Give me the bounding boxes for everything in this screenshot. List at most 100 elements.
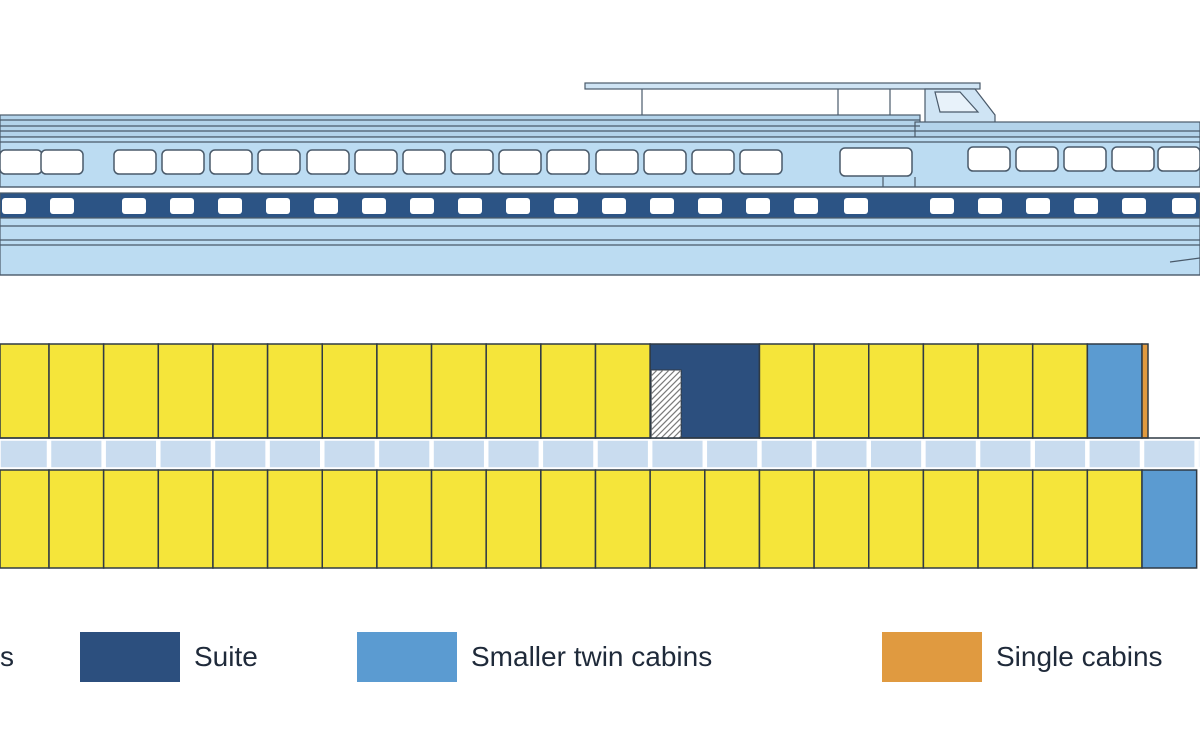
legend-swatch-suite <box>80 632 180 682</box>
cabin-standard <box>1031 343 1089 439</box>
porthole <box>554 198 578 214</box>
cabin-standard <box>376 469 433 569</box>
ship-window <box>40 149 84 175</box>
porthole <box>122 198 146 214</box>
cabin-standard <box>266 469 324 569</box>
porthole <box>1026 198 1050 214</box>
hatch-line <box>651 381 682 413</box>
ship-window <box>967 146 1011 172</box>
cabin-standard <box>758 469 815 569</box>
corridor-segment <box>814 439 868 469</box>
hatch-line <box>651 370 670 389</box>
hatch-line <box>651 387 682 419</box>
cabin-standard <box>157 343 214 439</box>
cabin-standard <box>758 343 815 439</box>
corridor-segment <box>705 439 759 469</box>
corridor-segment <box>1033 439 1087 469</box>
cabin-standard <box>922 469 979 569</box>
porthole <box>930 198 954 214</box>
cabin-partial <box>0 469 50 569</box>
cabin-standard <box>212 343 269 439</box>
legend-label: Single cabins <box>996 641 1163 672</box>
cabin-standard <box>594 469 651 569</box>
corridor-segment <box>869 439 923 469</box>
cabin-standard <box>157 469 214 569</box>
corridor-segment <box>978 439 1032 469</box>
porthole <box>746 198 770 214</box>
cabin-partial <box>0 343 50 439</box>
ship-window <box>1111 146 1155 172</box>
corridor-segment <box>0 439 49 469</box>
cabin-standard <box>1031 469 1089 569</box>
legend-item-suite: Suite <box>80 632 258 682</box>
cabin-standard <box>321 343 378 439</box>
porthole <box>1074 198 1098 214</box>
cabin-smaller-twin <box>1141 469 1198 569</box>
corridor-segment <box>323 439 377 469</box>
deck-plan <box>0 343 1200 569</box>
corridor-segment <box>432 439 486 469</box>
ship-window <box>0 149 43 175</box>
legend-label: s <box>0 641 14 672</box>
ship-window <box>450 149 494 175</box>
porthole <box>1122 198 1146 214</box>
corridor-segment <box>377 439 431 469</box>
cabin-standard <box>649 469 706 569</box>
ship-window <box>113 149 157 175</box>
cabin-standard <box>594 343 651 439</box>
cabin-standard <box>48 469 105 569</box>
cabin-standard <box>430 343 487 439</box>
legend-item-standard: s <box>0 632 14 682</box>
legend-swatch-smaller-twin <box>357 632 457 682</box>
legend-swatch-single <box>882 632 982 682</box>
cabin-standard <box>540 469 597 569</box>
ship-window <box>595 149 639 175</box>
ship-window <box>1157 146 1200 172</box>
corridor-segment <box>650 439 705 469</box>
hatch-line <box>660 417 682 438</box>
ship-window <box>402 149 446 175</box>
cabin-standard <box>922 343 979 439</box>
corridor-segment <box>159 439 213 469</box>
legend-item-single: Single cabins <box>882 632 1163 682</box>
ship-window <box>257 149 301 175</box>
cabin-standard <box>704 469 761 569</box>
ship-window <box>161 149 205 175</box>
hatch-line <box>651 375 682 407</box>
ship-window <box>354 149 398 175</box>
porthole <box>170 198 194 214</box>
ship-window <box>1063 146 1107 172</box>
corridor-segment <box>596 439 650 469</box>
porthole <box>978 198 1002 214</box>
porthole <box>506 198 530 214</box>
porthole <box>362 198 386 214</box>
porthole <box>410 198 434 214</box>
cabin-standard <box>102 469 160 569</box>
corridor-segment <box>104 439 158 469</box>
corridor-segment <box>213 439 267 469</box>
ship-window <box>643 149 687 175</box>
corridor-segment <box>49 439 103 469</box>
cabin-standard <box>813 343 870 439</box>
hatch-pattern <box>651 370 682 438</box>
porthole <box>266 198 290 214</box>
cabin-standard <box>266 343 324 439</box>
cabin-single <box>1141 343 1149 439</box>
corridor-segment <box>760 439 814 469</box>
porthole <box>602 198 626 214</box>
legend-item-smaller-twin: Smaller twin cabins <box>357 632 712 682</box>
sun-deck-canopy <box>584 82 981 90</box>
porthole <box>1172 198 1196 214</box>
cabin-standard <box>430 469 487 569</box>
cabin-standard <box>485 469 542 569</box>
legend-label: Suite <box>194 641 258 672</box>
porthole <box>698 198 722 214</box>
cabin-standard <box>212 469 269 569</box>
hatch-line <box>651 405 682 437</box>
porthole <box>2 198 26 214</box>
cabin-standard <box>977 343 1034 439</box>
porthole <box>314 198 338 214</box>
cabin-standard <box>813 469 870 569</box>
porthole <box>650 198 674 214</box>
ship-window <box>546 149 590 175</box>
